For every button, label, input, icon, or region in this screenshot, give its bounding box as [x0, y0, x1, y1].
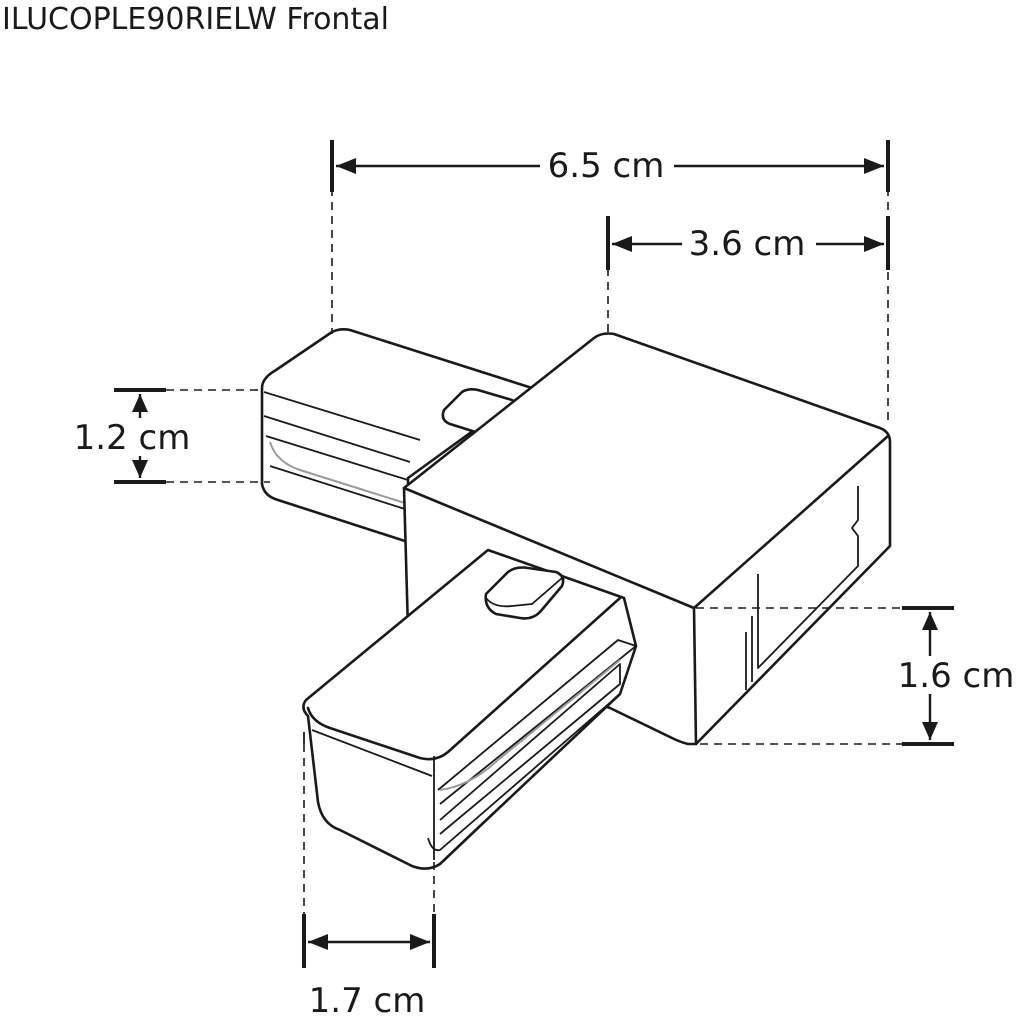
- arm-height-label: 1.2 cm: [74, 418, 191, 458]
- body-height-label: 1.6 cm: [898, 656, 1015, 696]
- arm-width-label: 1.7 cm: [309, 981, 426, 1021]
- page-title: ILUCOPLE90RIELW Frontal: [2, 2, 389, 37]
- dimension-body-height: 1.6 cm: [696, 606, 1018, 746]
- dimension-body-width: 3.6 cm: [606, 216, 890, 332]
- dimension-arm-height: 1.2 cm: [72, 388, 270, 484]
- front-tab: [484, 566, 565, 620]
- total-width-label: 6.5 cm: [548, 146, 665, 186]
- body-width-label: 3.6 cm: [689, 224, 806, 264]
- dimension-total-width: 6.5 cm: [330, 140, 890, 424]
- front-arm: [302, 548, 638, 870]
- dimension-arm-width: 1.7 cm: [302, 744, 436, 1021]
- left-arm: [260, 328, 534, 544]
